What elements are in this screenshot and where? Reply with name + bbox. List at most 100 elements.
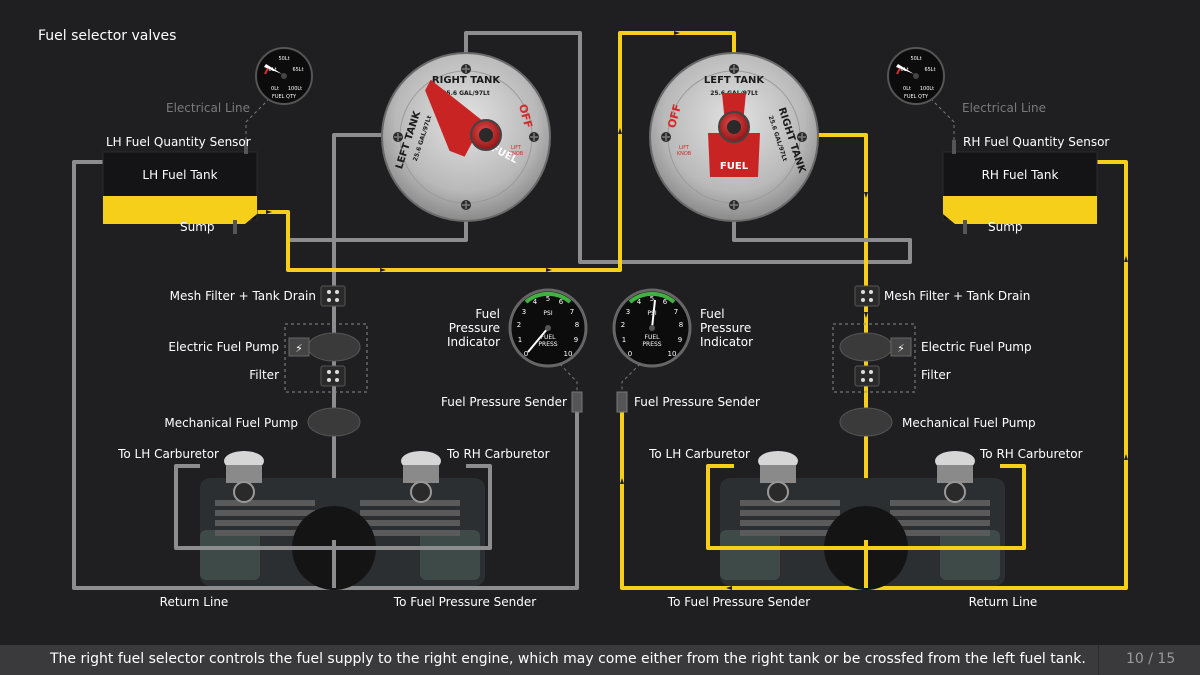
rh-p-label-2: PRESS (642, 341, 661, 348)
lv-top-capacity: 25.6 GAL/97Lt (442, 90, 490, 97)
rh-p-tick-5: 5 (650, 295, 654, 303)
lh-mechanical-pump (307, 407, 361, 437)
lh-p-unit: PSI (543, 310, 552, 317)
lh-pressure-sender (571, 391, 583, 413)
rh-electric-pump: ⚡ (839, 332, 912, 362)
rh-p-tick-6: 6 (663, 298, 668, 306)
rh-pi-line-1: Fuel (700, 307, 725, 321)
lh-qty-needle (264, 64, 282, 74)
lh-mesh-filter (320, 285, 346, 307)
lh-return-line-label: Return Line (160, 595, 229, 609)
lh-p-label-2: PRESS (538, 341, 557, 348)
rh-quantity-sensor-label: RH Fuel Quantity Sensor (963, 135, 1109, 149)
lh-to-rh-carb-label: To RH Carburetor (446, 447, 550, 461)
right-fuel-selector-valve[interactable]: LEFT TANK 25.6 GAL/97Lt RIGHT TANK 25.6 … (649, 52, 819, 222)
rh-p-tick-1: 1 (622, 336, 626, 344)
lh-fuel-qty-gauge: 50Lt 30Lt 65Lt 0Lt 100Lt FUEL QTY (255, 47, 313, 105)
lh-qty-mark-50: 50Lt (278, 56, 289, 62)
right-engine-fuel-lines (256, 31, 1128, 590)
lh-qty-label: FUEL QTY (272, 94, 297, 100)
lh-p-tick-8: 8 (575, 321, 579, 329)
left-engine (200, 451, 485, 590)
rh-eng-left-carburetor (758, 451, 798, 503)
lh-electrical-line (245, 99, 269, 140)
rh-qty-mark-100: 100Lt (920, 86, 934, 92)
lh-filter (320, 365, 346, 387)
lh-p-tick-6: 6 (559, 298, 564, 306)
rh-to-pressure-sender-label: To Fuel Pressure Sender (667, 595, 810, 609)
rh-qty-needle (896, 64, 914, 74)
rh-eng-right-carburetor (935, 451, 975, 503)
rh-sump-label: Sump (988, 220, 1023, 234)
fuel-system-diagram: Fuel selector valves (38, 28, 1128, 609)
lh-p-label-1: FUEL (541, 334, 557, 341)
lh-p-tick-4: 4 (533, 298, 538, 306)
lh-tank-label: LH Fuel Tank (142, 168, 217, 182)
lh-fuel-tank: LH Fuel Tank (102, 140, 258, 234)
lv-handle[interactable] (405, 79, 489, 159)
lv-knob-line-2: KNOB (509, 151, 524, 157)
left-fuel-selector-valve[interactable]: RIGHT TANK 25.6 GAL/97Lt LEFT TANK 25.6 … (381, 52, 551, 222)
rv-handle[interactable] (708, 133, 760, 177)
lv-off-label: OFF (516, 103, 535, 130)
rh-p-label-1: FUEL (645, 334, 661, 341)
rh-qty-label: FUEL QTY (904, 94, 929, 100)
rh-qty-mark-30: 30Lt (897, 67, 908, 73)
rh-mesh-filter-label: Mesh Filter + Tank Drain (884, 289, 1030, 303)
rh-p-needle (651, 299, 656, 329)
lh-p-tick-10: 10 (564, 350, 573, 358)
lv-knob-line-1: LIFT (511, 145, 522, 151)
lh-mech-pump-label: Mechanical Fuel Pump (164, 416, 298, 430)
lh-qty-mark-65: 65Lt (292, 67, 303, 73)
rh-electric-pump-label: Electric Fuel Pump (921, 340, 1032, 354)
lh-pi-line-1: Fuel (475, 307, 500, 321)
rh-qty-mark-0: 0Lt (903, 86, 911, 92)
lh-mesh-filter-label: Mesh Filter + Tank Drain (170, 289, 316, 303)
lh-pi-line-2: Pressure (449, 321, 500, 335)
rh-pump-group-box (832, 323, 916, 393)
rh-mech-pump-label: Mechanical Fuel Pump (902, 416, 1036, 430)
rh-to-lh-carb-label: To LH Carburetor (648, 447, 750, 461)
rh-p-tick-0: 0 (628, 350, 632, 358)
rh-fuel-pressure-gauge: 0 1 2 3 4 5 6 7 8 9 10 PSI FUEL PRESS (612, 288, 692, 368)
lh-electrical-line-label: Electrical Line (166, 101, 250, 115)
rh-p-tick-7: 7 (674, 308, 678, 316)
lh-pump-group-box (284, 323, 368, 393)
rh-mechanical-pump (839, 407, 893, 437)
lh-qty-mark-100: 100Lt (288, 86, 302, 92)
lv-top-label: RIGHT TANK (432, 75, 501, 86)
lh-quantity-sensor-label: LH Fuel Quantity Sensor (106, 135, 251, 149)
rh-to-rh-carb-label: To RH Carburetor (979, 447, 1083, 461)
rh-p-tick-2: 2 (621, 321, 625, 329)
lh-to-lh-carb-label: To LH Carburetor (117, 447, 219, 461)
rh-filter-label: Filter (921, 368, 951, 382)
rv-off-label: OFF (665, 103, 684, 130)
lh-to-pressure-sender-label: To Fuel Pressure Sender (393, 595, 536, 609)
lh-p-tick-5: 5 (546, 295, 550, 303)
rh-p-tick-10: 10 (668, 350, 677, 358)
caption-bar: The right fuel selector controls the fue… (0, 645, 1200, 675)
rh-electrical-line (931, 99, 955, 140)
lh-p-tick-2: 2 (517, 321, 521, 329)
rv-handle-label: FUEL (720, 161, 749, 172)
rv-top-label: LEFT TANK (704, 75, 765, 86)
lh-sump-label: Sump (180, 220, 215, 234)
lh-filter-label: Filter (249, 368, 279, 382)
lh-electric-pump: ⚡ (288, 332, 361, 362)
lh-eng-left-carburetor (224, 451, 264, 503)
lh-fuel-pressure-gauge: 0 1 2 3 4 5 6 7 8 9 10 PSI FUEL PRESS (508, 288, 588, 368)
rh-pi-line-3: Indicator (700, 335, 753, 349)
rh-qty-mark-65: 65Lt (924, 67, 935, 73)
rh-fuel-tank: RH Fuel Tank (942, 140, 1098, 234)
rh-p-unit: PSI (647, 310, 656, 317)
rh-filter (854, 365, 880, 387)
rh-pi-line-2: Pressure (700, 321, 751, 335)
lh-bolt-icon: ⚡ (295, 342, 303, 355)
rh-fuel-qty-gauge: 50Lt 30Lt 65Lt 0Lt 100Lt FUEL QTY (887, 47, 945, 105)
footer-divider (1098, 645, 1099, 675)
page-title: Fuel selector valves (38, 28, 176, 44)
rh-return-line-label: Return Line (969, 595, 1038, 609)
rv-knob-line-2: KNOB (677, 151, 692, 157)
lh-eng-right-carburetor (401, 451, 441, 503)
lh-p-tick-1: 1 (518, 336, 522, 344)
